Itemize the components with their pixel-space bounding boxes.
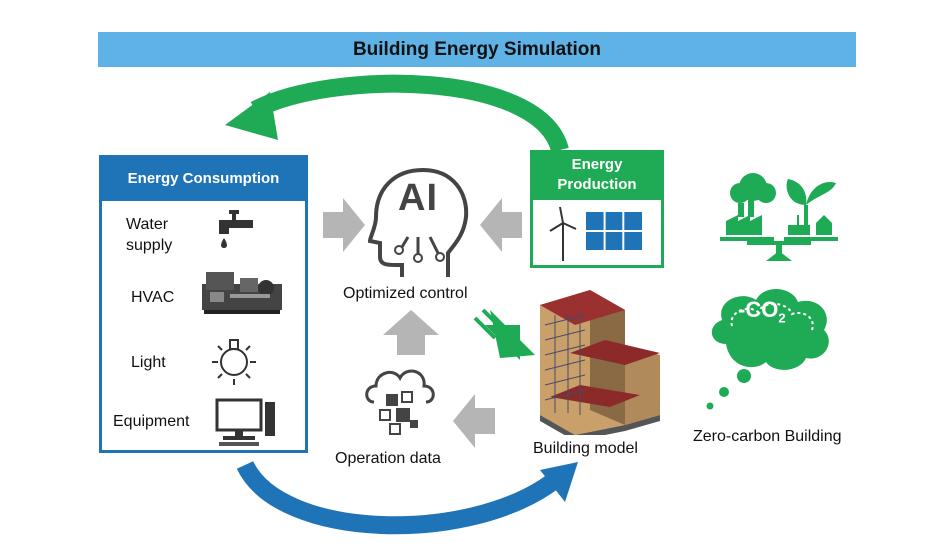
ai-head-icon — [368, 168, 469, 277]
energy-consumption-header: Energy Consumption — [99, 155, 308, 201]
water-supply-label: Water supply — [126, 216, 173, 254]
green-cycle-arrowhead — [225, 92, 278, 140]
balance-scale-icon — [720, 173, 838, 261]
computer-icon — [215, 398, 275, 446]
optimized-control-label: Optimized control — [343, 285, 468, 302]
building-model-image — [540, 290, 660, 435]
hvac-label: HVAC — [131, 289, 175, 306]
page-title: Building Energy Simulation — [98, 32, 856, 67]
light-label: Light — [131, 354, 166, 371]
green-cycle-arrow — [250, 74, 569, 154]
hvac-icon — [202, 272, 282, 314]
blue-cycle-arrowhead — [540, 462, 578, 502]
blue-cycle-arrow — [236, 460, 561, 535]
gray-arrow-left — [480, 198, 522, 252]
faucet-icon — [219, 210, 253, 248]
cloud-data-icon — [365, 369, 435, 435]
energy-production-header: Energy Production — [530, 150, 664, 200]
solar-panel-icon — [586, 212, 642, 250]
co2-thought-cloud — [706, 288, 829, 410]
light-bulb-icon — [212, 339, 256, 385]
green-arrow-diagonal — [473, 308, 535, 360]
operation-data-label: Operation data — [335, 450, 441, 467]
gray-arrow-left-lower — [453, 394, 495, 448]
building-model-label: Building model — [533, 440, 638, 457]
title-text: Building Energy Simulation — [352, 38, 602, 60]
equipment-label: Equipment — [113, 413, 190, 430]
gray-arrow-right — [323, 198, 365, 252]
zero-carbon-label: Zero-carbon Building — [693, 428, 842, 445]
gray-arrow-up — [383, 310, 439, 355]
wind-turbine-icon — [549, 206, 577, 261]
co2-text: -CO2 — [738, 297, 786, 326]
ai-text: AI — [398, 177, 438, 219]
